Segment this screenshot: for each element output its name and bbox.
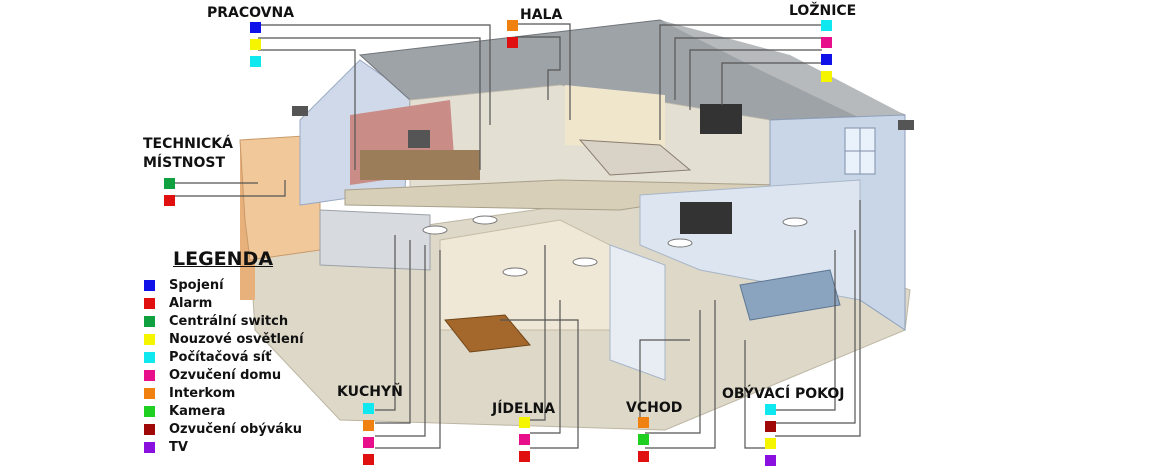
swatch-pocitacova-sit (821, 20, 832, 31)
swatch-ozvuceni-domu (363, 437, 374, 448)
ceiling-light (422, 225, 448, 235)
computer-monitor (408, 130, 430, 148)
legend-item: Alarm (144, 294, 304, 312)
legend-label: Kamera (169, 403, 226, 419)
legend-label: Ozvučení domu (169, 367, 282, 383)
legend-item: TV (144, 438, 304, 456)
connection-lines (175, 23, 861, 449)
swatches-kuchyn (363, 403, 374, 465)
dining-table (444, 314, 531, 353)
legend-label: Počítačová síť (169, 349, 272, 365)
room-label-jidelna: JÍDELNA (492, 401, 556, 417)
room-label-hala: HALA (520, 7, 563, 23)
swatches-vchod (638, 417, 649, 462)
legend-swatch (144, 387, 155, 399)
legend-swatch (144, 423, 155, 435)
swatch-alarm (638, 451, 649, 462)
legend-item: Centrální switch (144, 312, 304, 330)
swatch-spojeni (821, 54, 832, 65)
ceiling-light (572, 257, 598, 267)
room-label-loznice: LOŽNICE (789, 3, 857, 19)
swatch-nouzove-osvetleni (519, 417, 530, 428)
bed (578, 139, 692, 176)
swatch-tv (765, 455, 776, 466)
legend-label: Ozvučení obýváku (169, 421, 302, 437)
swatch-alarm (164, 195, 175, 206)
kitchen-cabinets (319, 209, 431, 271)
legend-label: Spojení (169, 277, 224, 293)
swatch-pocitacova-sit (765, 404, 776, 415)
swatches-hala (507, 20, 518, 48)
ceiling-light (472, 215, 498, 225)
dining-wall (439, 219, 611, 331)
room-label-technicka-line1: TECHNICKÁ (143, 136, 233, 152)
camera-icon (898, 120, 914, 130)
legend-item: Ozvučení domu (144, 366, 304, 384)
swatches-technicka (164, 178, 175, 206)
legend-swatch (144, 441, 155, 453)
swatch-interkom (638, 417, 649, 428)
legend-label: Centrální switch (169, 313, 289, 329)
swatch-nouzove-osvetleni (250, 39, 261, 50)
swatch-interkom (363, 420, 374, 431)
legend-item: Spojení (144, 276, 304, 294)
room-label-kuchyn: KUCHYŇ (337, 384, 403, 400)
legend-item: Interkom (144, 384, 304, 402)
swatch-alarm (363, 454, 374, 465)
legend-item: Ozvučení obýváku (144, 420, 304, 438)
swatch-ozvuceni-domu (519, 434, 530, 445)
swatch-nouzove-osvetleni (765, 438, 776, 449)
legend-label: Interkom (169, 385, 236, 401)
legend-swatch (144, 315, 155, 327)
swatch-ozvuceni-domu (821, 37, 832, 48)
swatches-pracovna (250, 22, 261, 67)
legend-swatch (144, 279, 155, 291)
desk (360, 150, 480, 180)
swatches-obyvaci (765, 404, 776, 466)
swatch-interkom (507, 20, 518, 31)
legend-swatch (144, 351, 155, 363)
legend-title: LEGENDA (173, 248, 274, 270)
legend-item: Počítačová síť (144, 348, 304, 366)
legend-swatch (144, 297, 155, 309)
sofa (739, 269, 841, 321)
legend-swatch (144, 333, 155, 345)
camera-icon (292, 106, 308, 116)
swatch-spojeni (250, 22, 261, 33)
legend-swatch (144, 405, 155, 417)
ceiling-light (502, 267, 528, 277)
legend-swatch (144, 369, 155, 381)
swatch-nouzove-osvetleni (821, 71, 832, 82)
legend-label: TV (169, 439, 188, 455)
room-label-vchod: VCHOD (626, 400, 683, 416)
bedroom-wall (565, 85, 665, 150)
roof-right (660, 20, 905, 118)
room-label-technicka-line2: MÍSTNOST (143, 155, 226, 171)
swatch-kamera (638, 434, 649, 445)
room-label-obyvaci: OBÝVACÍ POKOJ (722, 386, 845, 402)
ceiling-light (782, 217, 808, 227)
legend-label: Alarm (169, 295, 213, 311)
ceiling-light (667, 238, 693, 248)
bedroom-tv (700, 104, 742, 134)
living-tv (680, 202, 732, 234)
swatch-alarm (507, 37, 518, 48)
swatch-centralni-switch (164, 178, 175, 189)
swatch-pocitacova-sit (250, 56, 261, 67)
swatch-alarm (519, 451, 530, 462)
entrance-partition (609, 244, 666, 381)
swatch-pocitacova-sit (363, 403, 374, 414)
legend-item: Kamera (144, 402, 304, 420)
legend-item: Nouzové osvětlení (144, 330, 304, 348)
swatches-loznice (821, 20, 832, 82)
room-label-pracovna: PRACOVNA (207, 5, 295, 21)
legend-label: Nouzové osvětlení (169, 331, 304, 347)
swatch-ozvuceni-obyvaku (765, 421, 776, 432)
swatches-jidelna (519, 417, 530, 462)
